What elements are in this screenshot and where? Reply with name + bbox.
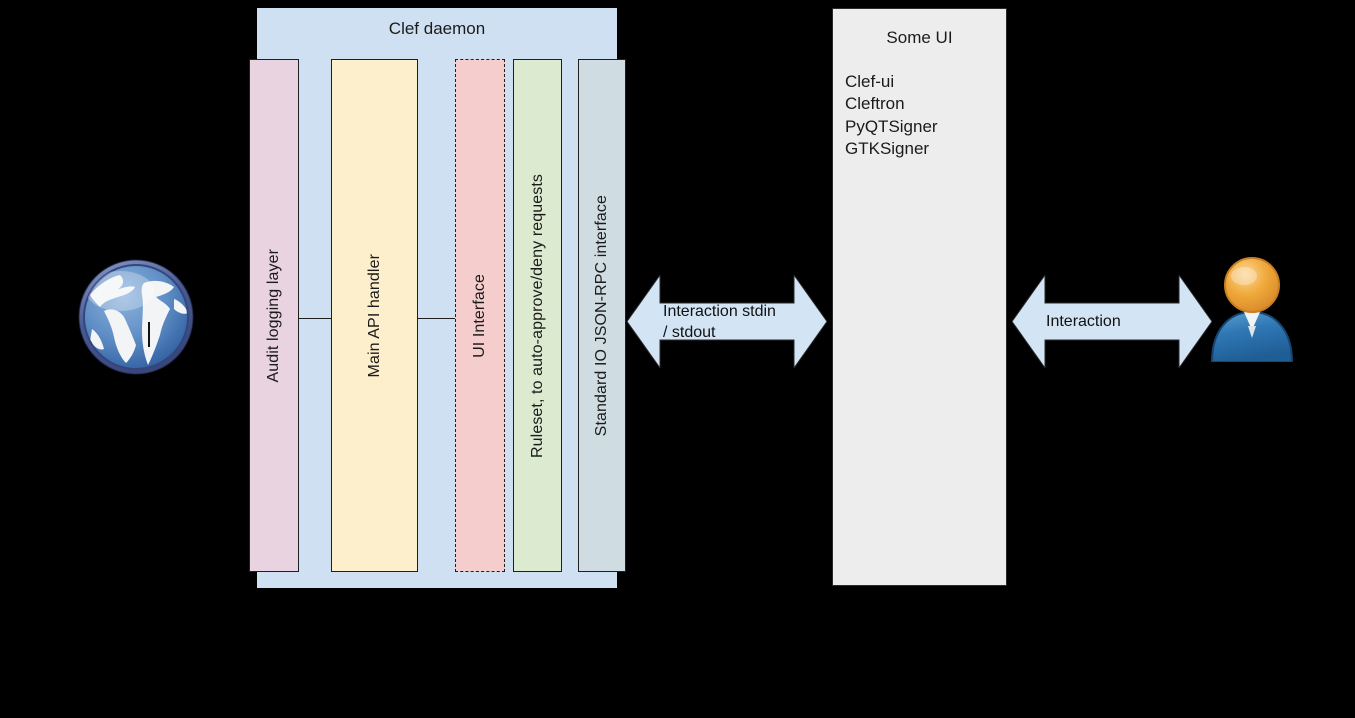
list-item[interactable]: Cleftron: [845, 94, 905, 114]
stdio-interaction-arrow: Interaction stdin / stdout: [627, 275, 827, 368]
box-main-api-handler-label: Main API handler: [365, 253, 383, 378]
list-item[interactable]: PyQTSigner: [845, 116, 938, 136]
some-ui-list: Clef-ui Cleftron PyQTSigner GTKSigner: [845, 71, 938, 160]
box-standard-io-jsonrpc-interface[interactable]: Standard IO JSON-RPC interface: [578, 59, 626, 572]
box-ruleset[interactable]: Ruleset, to auto-approve/deny requests: [513, 59, 562, 572]
user-interaction-arrow: Interaction: [1012, 275, 1212, 368]
box-audit-logging-layer[interactable]: Audit logging layer: [249, 59, 299, 572]
clef-daemon-container: [257, 8, 617, 588]
connector-audit-to-api: [298, 318, 332, 319]
globe-icon: [74, 255, 198, 379]
box-ruleset-label: Ruleset, to auto-approve/deny requests: [528, 173, 546, 458]
list-item[interactable]: Clef-ui: [845, 72, 895, 91]
box-ui-interface-label: UI Interface: [471, 273, 488, 358]
connector-api-to-ui: [417, 318, 456, 319]
some-ui-title: Some UI: [886, 28, 953, 47]
some-ui-panel[interactable]: Some UI Clef-ui Cleftron PyQTSigner GTKS…: [832, 8, 1007, 586]
clef-daemon-title: Clef daemon: [388, 19, 486, 38]
box-ui-interface[interactable]: UI Interface: [455, 59, 505, 572]
user-icon: [1204, 252, 1300, 363]
box-standard-io-jsonrpc-interface-label: Standard IO JSON-RPC interface: [593, 194, 610, 437]
list-item[interactable]: GTKSigner: [845, 138, 930, 158]
box-main-api-handler[interactable]: Main API handler: [331, 59, 418, 572]
box-audit-logging-layer-label: Audit logging layer: [265, 248, 282, 383]
